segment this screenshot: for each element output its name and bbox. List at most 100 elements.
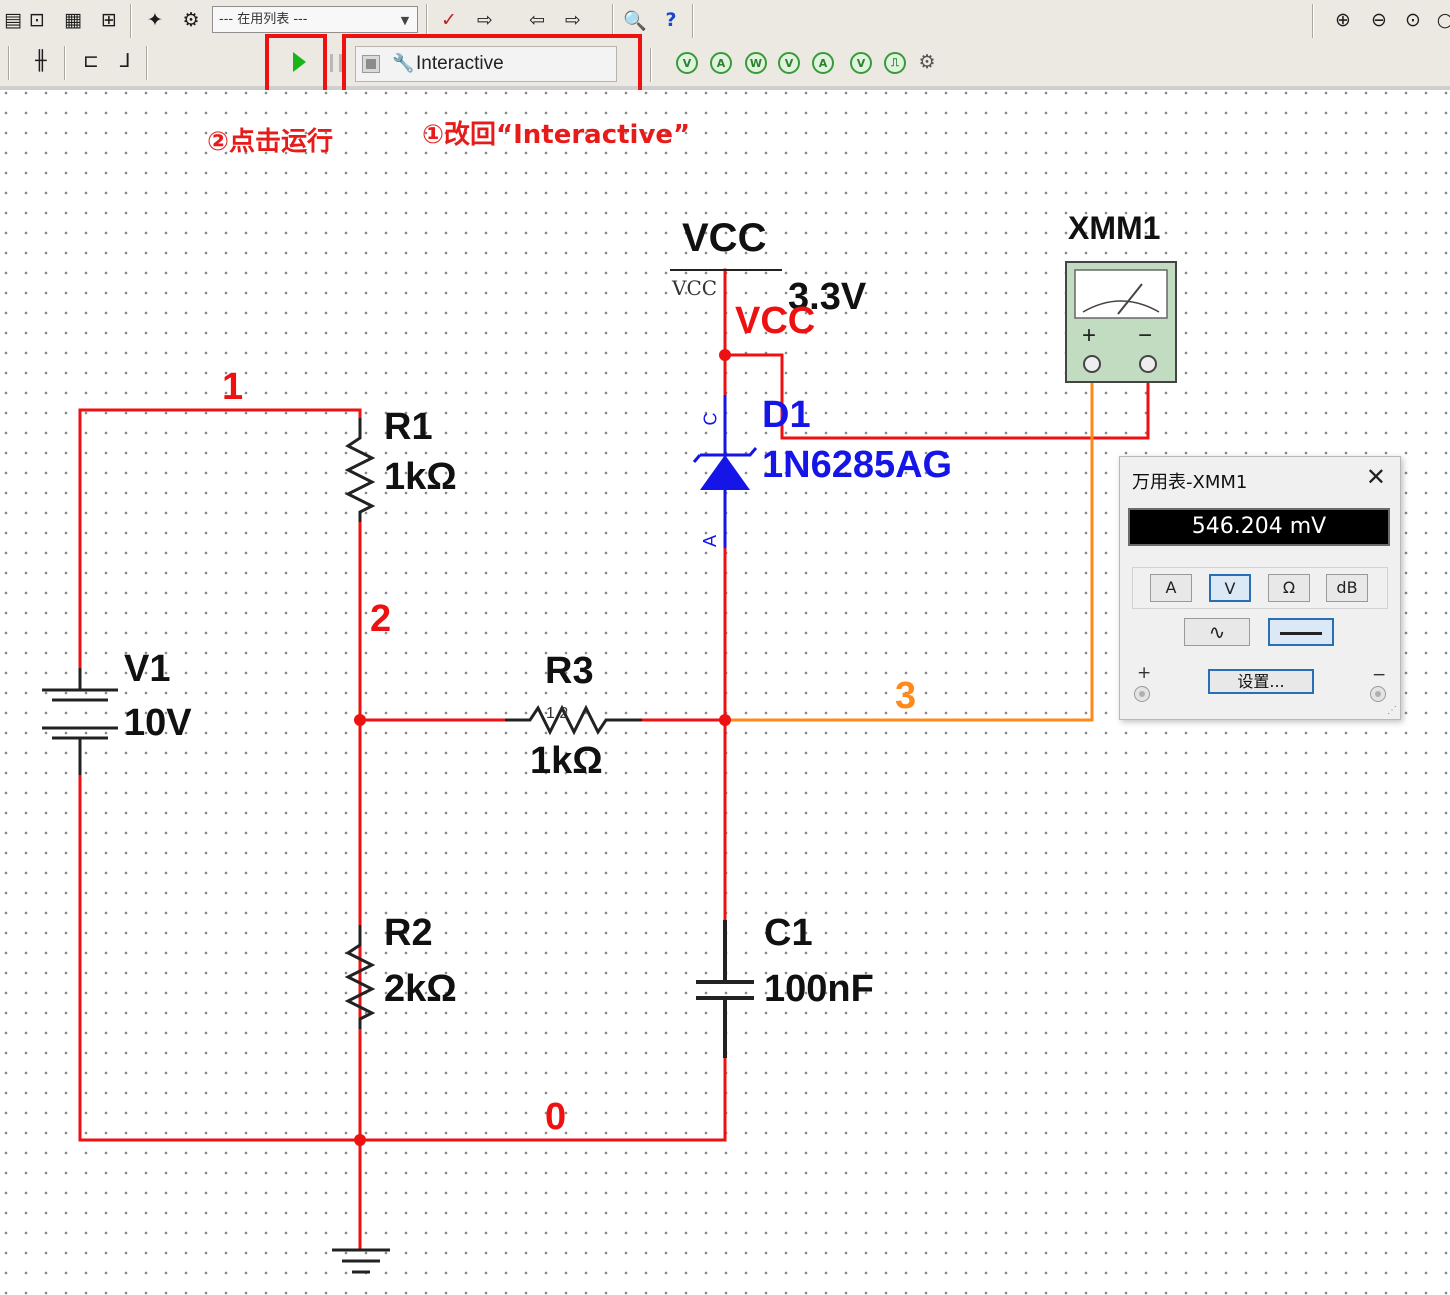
resize-grip-icon[interactable]: ⋰ (1387, 705, 1397, 716)
voltmeter-probe-icon[interactable]: V (676, 52, 698, 74)
r3-value: 1kΩ (530, 740, 603, 782)
xmm-plus: + (1082, 322, 1097, 349)
digital-probe-icon[interactable]: ⎍ (884, 52, 906, 74)
decibel-button[interactable]: dB (1326, 574, 1368, 602)
v1-value: 10V (124, 702, 192, 744)
power-probe-icon[interactable]: W (745, 52, 767, 74)
v1-ref: V1 (124, 648, 171, 690)
positive-terminal[interactable] (1134, 686, 1150, 702)
spreadsheet-icon[interactable]: ▦ (64, 9, 82, 31)
transfer-icon[interactable]: ⇨ (565, 9, 581, 31)
negative-terminal[interactable] (1370, 686, 1386, 702)
zoom-in-icon[interactable]: ⊕ (1335, 9, 1351, 31)
find-icon[interactable]: 🔍 (623, 9, 647, 32)
wire-net1 (78, 408, 362, 692)
back-annotate-icon[interactable]: ⇨ (477, 9, 493, 31)
erc-check-icon[interactable]: ✓ (441, 9, 457, 31)
multimeter-title: 万用表-XMM1 (1132, 472, 1248, 493)
capacitor-c1 (696, 920, 754, 1058)
simulation-mode-selector[interactable]: 🔧 Interactive (355, 46, 617, 82)
d1-part: 1N6285AG (762, 444, 953, 486)
vcc-pin-label: VCC (672, 276, 718, 300)
toolbar-separator (426, 4, 427, 38)
ammeter-button[interactable]: A (1150, 574, 1192, 602)
toolbar-separator (650, 48, 651, 82)
ground-symbol (332, 1248, 390, 1274)
d1-pin-a: A (700, 534, 721, 548)
vcc-title: VCC (682, 216, 767, 260)
xmm-label: XMM1 (1068, 210, 1161, 246)
toolbar-separator (146, 46, 147, 80)
help-icon[interactable]: ? (665, 9, 677, 31)
toolbar-separator (64, 46, 65, 80)
diode-d1 (692, 395, 758, 548)
wrench-icon: 🔧 (392, 53, 415, 74)
dc-mode-button[interactable] (1268, 618, 1334, 646)
d1-ref: D1 (762, 394, 811, 436)
annotation-step1: ①改回“Interactive” (422, 120, 691, 150)
component-icon[interactable]: ▤ (4, 9, 22, 31)
junction-dot (719, 714, 731, 726)
junction-dot (354, 714, 366, 726)
multimeter-dialog[interactable]: 万用表-XMM1 ✕ 546.204 mV A V Ω dB ∿ + − 设置.… (1119, 456, 1401, 720)
net-label-2: 2 (370, 598, 392, 640)
chevron-down-icon: ▼ (400, 14, 410, 27)
reference-probe-icon[interactable]: V (850, 52, 872, 74)
toolbar-separator (8, 46, 9, 80)
battery-v1 (42, 668, 118, 775)
ohmmeter-button[interactable]: Ω (1268, 574, 1310, 602)
resistor-r2 (344, 925, 376, 1029)
settings-button[interactable]: 设置... (1208, 669, 1314, 694)
bus-icon[interactable]: ╫ (35, 50, 47, 72)
r2-ref: R2 (384, 912, 433, 954)
vcc-net-label: VCC (735, 300, 816, 342)
resistor-r3 (505, 704, 642, 736)
junction-dot (354, 1134, 366, 1146)
r1-ref: R1 (384, 406, 433, 448)
wire-icon[interactable]: ⊏ (83, 50, 99, 72)
net-label-3: 3 (895, 675, 917, 717)
zoom-out-icon[interactable]: ⊖ (1371, 9, 1387, 31)
mode-label-container: 🔧 Interactive (392, 53, 504, 75)
forward-annotate-icon[interactable]: ⇦ (529, 9, 545, 31)
database-icon[interactable]: ⚙ (182, 9, 200, 31)
multimeter-symbol (1065, 261, 1177, 383)
run-simulation-play-icon[interactable] (293, 52, 306, 72)
wire-net3 (723, 370, 1094, 722)
ac-mode-button[interactable]: ∿ (1184, 618, 1250, 646)
differential-probe-icon[interactable]: V (778, 52, 800, 74)
new-component-icon[interactable]: ✦ (147, 9, 163, 31)
in-use-list-combo[interactable]: --- 在用列表 --- ▼ (212, 6, 418, 33)
junction-dot (719, 349, 731, 361)
mode-label: Interactive (416, 53, 504, 74)
toolbar-separator (130, 4, 131, 38)
current-probe-icon[interactable]: A (812, 52, 834, 74)
hierarchy-icon[interactable]: ⊞ (101, 9, 117, 31)
grapher-icon[interactable]: ⊡ (29, 9, 45, 31)
annotation-step2: ②点击运行 (207, 127, 334, 157)
zoom-area-icon[interactable]: ⊙ (1405, 9, 1421, 31)
wire-net0 (78, 746, 727, 1142)
wire-vcc-to-meter (723, 353, 1150, 440)
toolbar-separator (692, 4, 693, 38)
vcc-value: 3.3V (788, 276, 867, 318)
junction-icon[interactable]: ⅃ (119, 50, 131, 72)
zoom-fit-icon[interactable]: ○ (1436, 9, 1450, 31)
sine-wave-icon: ∿ (1208, 620, 1226, 644)
stop-icon[interactable] (362, 55, 380, 73)
close-icon[interactable]: ✕ (1365, 463, 1386, 491)
voltmeter-button[interactable]: V (1209, 574, 1251, 602)
probe-settings-gear-icon[interactable]: ⚙ (918, 51, 936, 73)
positive-terminal-sign: + (1137, 663, 1152, 683)
net-label-1: 1 (222, 366, 244, 408)
dc-line-icon (1280, 632, 1322, 635)
ammeter-probe-icon[interactable]: A (710, 52, 732, 74)
r2-value: 2kΩ (384, 968, 457, 1010)
pause-icon[interactable] (330, 54, 342, 72)
r3-pins: 1 2 (546, 705, 569, 722)
d1-pin-c: C (700, 412, 721, 426)
xmm-minus: − (1138, 322, 1153, 349)
r1-value: 1kΩ (384, 456, 457, 498)
function-button-panel (1132, 567, 1388, 609)
